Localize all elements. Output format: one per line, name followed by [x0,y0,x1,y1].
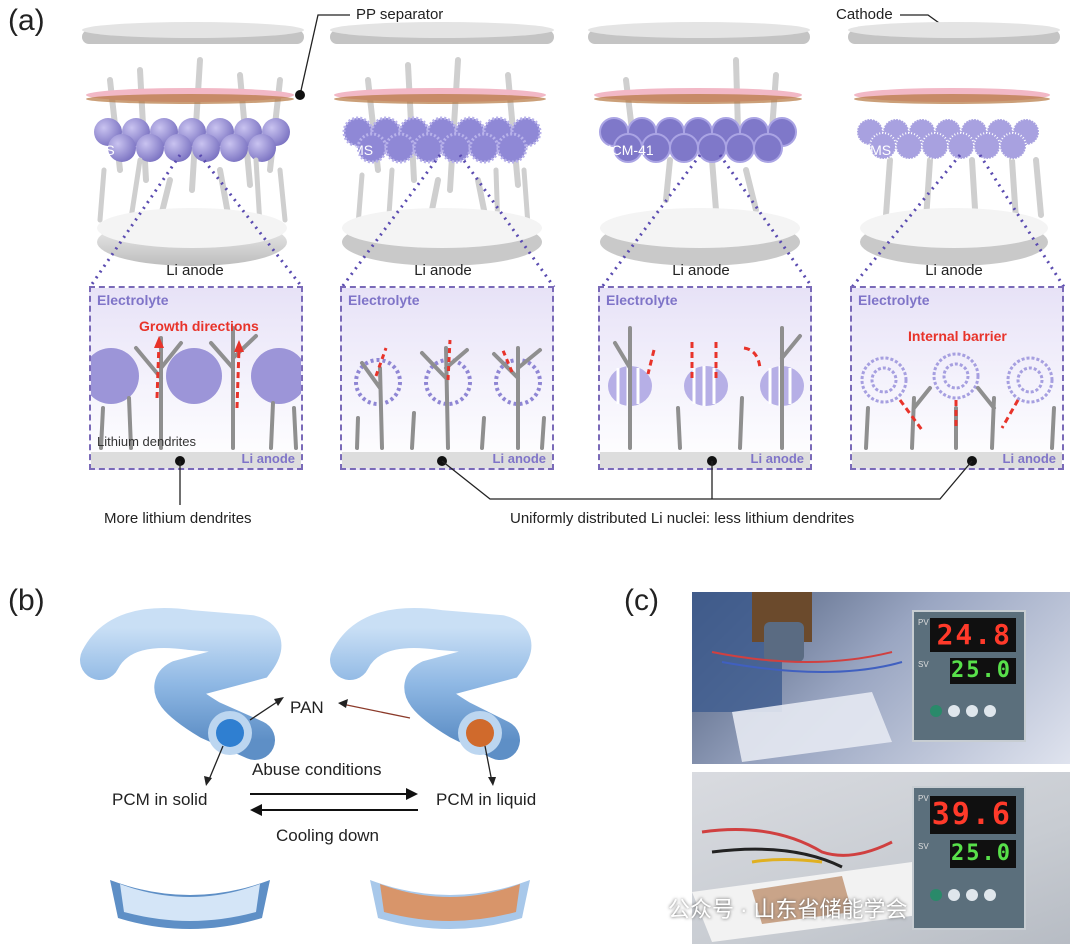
cell-stack-ss: SS Li anode [80,20,310,290]
zoom-ss-illustration [91,326,301,468]
pv-readout-top: 24.8 [930,618,1016,652]
pv-tag-bottom: PV [918,794,929,803]
material-label-ss: SS [96,142,115,158]
zoom-dms-electrolyte: Electrolyte [858,292,930,308]
pcm-solid-label: PCM in solid [112,790,208,809]
abuse-conditions-label: Abuse conditions [252,760,382,779]
pv-tag-top: PV [918,618,929,627]
zoom-connectors [88,154,1066,288]
zoom-box-mcm41: Electrolyte Li anode [598,286,812,470]
lithium-dendrites-label: Lithium dendrites [97,434,196,449]
sv-tag-bottom: SV [918,842,929,851]
zoom-mcm41-anode: Li anode [750,451,804,466]
pp-separator-label: PP separator [356,6,444,23]
cell-stack-hms-illustration [330,22,554,266]
pcm-fiber-illustration [80,608,532,929]
panel-c-label: (c) [624,584,659,617]
zoom-dms-illustration [852,352,1062,468]
caption-leader-lines [175,456,977,505]
cell-stack-mcm41-illustration [588,22,810,266]
panel-a-label: (a) [8,4,45,37]
pcm-liquid-label: PCM in liquid [436,790,537,809]
photo-top-scene [692,592,903,762]
zoom-mcm41-electrolyte: Electrolyte [606,292,678,308]
cooling-down-label: Cooling down [276,826,380,845]
temp-controller-bottom: PV 39.6 SV 25.0 [912,786,1026,930]
pv-readout-bottom: 39.6 [930,796,1016,834]
cell-stack-hms: HMS Li anode [328,20,558,290]
photo-top: PV 24.8 SV 25.0 [692,592,1070,764]
panel-b-label: (b) [8,584,45,617]
internal-barrier-label: Internal barrier [908,328,1007,344]
zoom-ss-anode: Li anode [241,451,295,466]
anode-label-ss: Li anode [166,262,224,279]
photo-bottom-scene [692,828,942,942]
sv-readout-top: 25.0 [950,658,1016,684]
sv-readout-bottom: 25.0 [950,840,1016,868]
cell-stack-dms-illustration [848,22,1060,266]
growth-directions-label: Growth directions [139,318,259,334]
zoom-mcm41-illustration [600,326,810,468]
material-label-hms: HMS [342,142,374,158]
zoom-box-ss: Electrolyte Growth directions Lithium de… [89,286,303,470]
cell-stack-ss-illustration [82,22,304,266]
sv-tag-top: SV [918,660,929,669]
caption-more-dendrites: More lithium dendrites [104,510,252,527]
zoom-box-hms: Electrolyte Li anode [340,286,554,470]
pan-label: PAN [290,698,324,717]
controller-buttons-bottom [930,888,1010,902]
watermark-text: 公众号 · 山东省储能学会 [668,897,908,922]
zoom-dms-anode: Li anode [1002,451,1056,466]
zoom-box-dms: Electrolyte Internal barrier Li anode [850,286,1064,470]
controller-buttons-top [930,704,1010,718]
cell-stack-mcm41: MCM-41 Li anode [586,20,816,290]
zoom-hms-illustration [342,339,552,468]
anode-label-mcm41: Li anode [672,262,730,279]
anode-label-dms: Li anode [925,262,983,279]
photo-bottom: PV 39.6 SV 25.0 [692,772,1070,944]
material-label-dms: DMS [860,142,892,158]
cathode-label: Cathode [836,6,893,23]
zoom-ss-electrolyte: Electrolyte [97,292,169,308]
zoom-hms-electrolyte: Electrolyte [348,292,420,308]
zoom-hms-anode: Li anode [492,451,546,466]
material-label-mcm41: MCM-41 [600,142,654,158]
temp-controller-top: PV 24.8 SV 25.0 [912,610,1026,742]
caption-uniform-nuclei: Uniformly distributed Li nuclei: less li… [510,510,855,527]
cell-stack-dms: DMS Li anode [846,20,1076,290]
anode-label-hms: Li anode [414,262,472,279]
